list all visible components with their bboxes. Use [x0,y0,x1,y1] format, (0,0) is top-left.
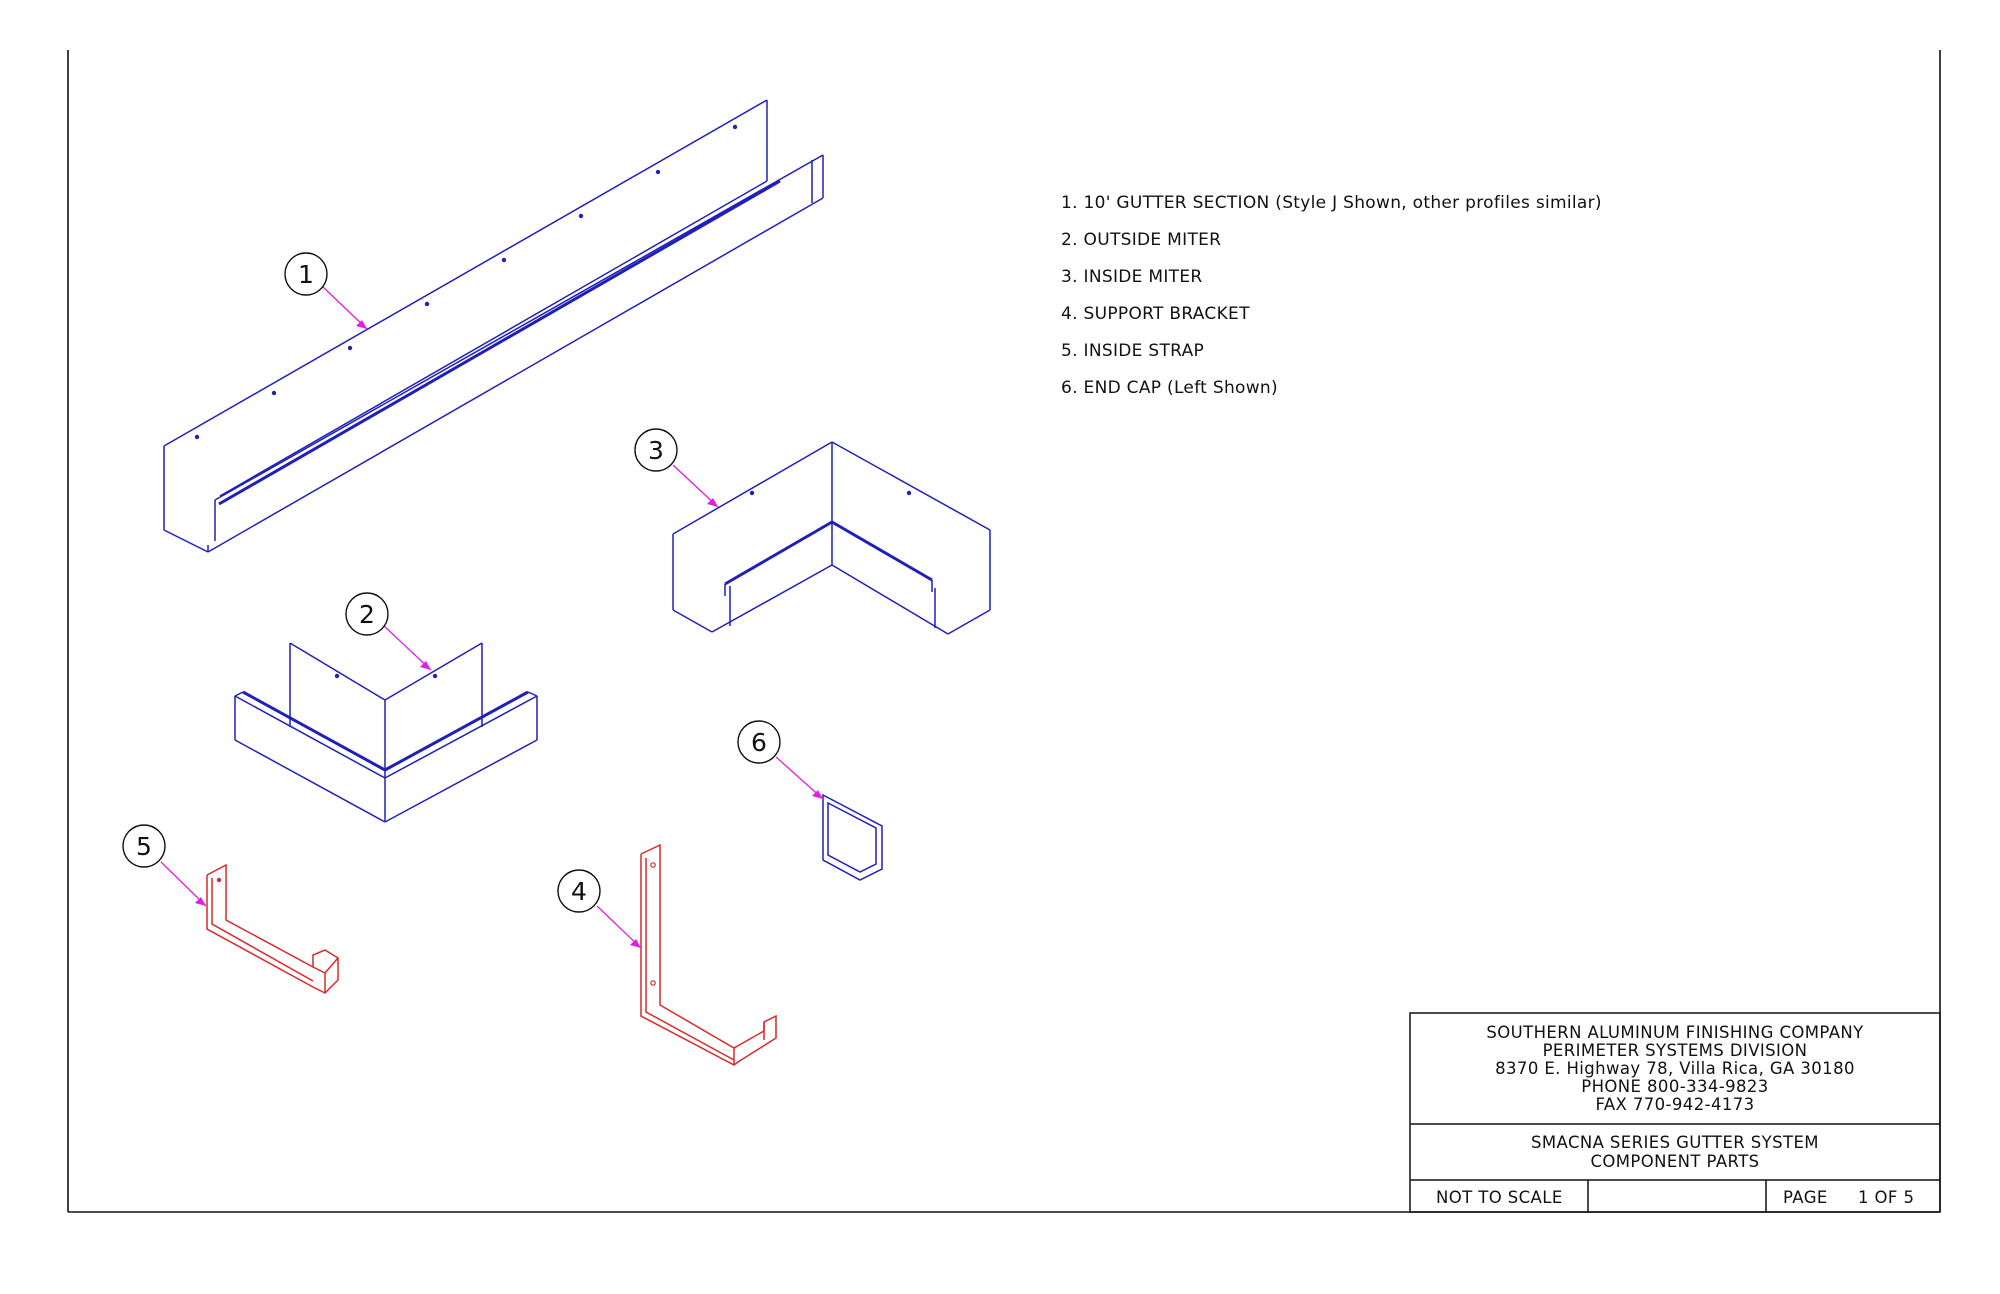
company-phone: PHONE 800-334-9823 [1581,1077,1768,1096]
leader-2 [383,625,432,671]
callout-2: 2 [345,592,389,636]
company-address: 8370 E. Highway 78, Villa Rica, GA 30180 [1495,1059,1855,1078]
leader-5 [160,861,207,907]
leader-4 [596,905,642,949]
callout-6: 6 [737,720,781,764]
part-end-cap [822,793,883,881]
leader-lines [160,286,824,949]
legend-item-1: 1. 10' GUTTER SECTION (Style J Shown, ot… [1061,193,1602,213]
scale-note: NOT TO SCALE [1436,1188,1563,1207]
page-number: 1 OF 5 [1858,1188,1914,1207]
leader-3 [672,464,719,508]
drawing-title-line1: SMACNA SERIES GUTTER SYSTEM [1531,1133,1819,1152]
part-gutter-section [163,99,824,553]
leader-6 [775,756,824,800]
company-division: PERIMETER SYSTEMS DIVISION [1543,1041,1808,1060]
part-outside-miter [234,642,538,823]
part-support-bracket [640,843,777,1066]
svg-text:5: 5 [136,832,152,861]
svg-text:4: 4 [571,877,587,906]
legend-item-3: 3. INSIDE MITER [1061,267,1203,287]
parts-legend: 1. 10' GUTTER SECTION (Style J Shown, ot… [1061,193,1602,398]
callout-3: 3 [634,428,678,472]
callout-1: 1 [284,252,328,296]
legend-item-6: 6. END CAP (Left Shown) [1061,378,1278,398]
svg-text:3: 3 [648,436,664,465]
page-label: PAGE [1783,1188,1828,1207]
legend-item-4: 4. SUPPORT BRACKET [1061,304,1250,324]
callout-4: 4 [557,869,601,913]
svg-text:2: 2 [359,600,375,629]
leader-1 [322,286,368,330]
part-inside-strap [206,863,339,994]
legend-item-5: 5. INSIDE STRAP [1061,341,1204,361]
fastener-holes [194,124,738,440]
drawing-title-line2: COMPONENT PARTS [1590,1152,1759,1171]
svg-text:6: 6 [751,728,767,757]
title-block: SOUTHERN ALUMINUM FINISHING COMPANY PERI… [1409,1012,1941,1213]
svg-text:1: 1 [298,260,314,289]
callout-balloons: 1 2 3 4 5 6 [122,252,781,913]
legend-item-2: 2. OUTSIDE MITER [1061,230,1221,250]
company-name: SOUTHERN ALUMINUM FINISHING COMPANY [1486,1023,1864,1042]
callout-5: 5 [122,824,166,868]
part-inside-miter [672,441,991,635]
company-fax: FAX 770-942-4173 [1595,1095,1754,1114]
